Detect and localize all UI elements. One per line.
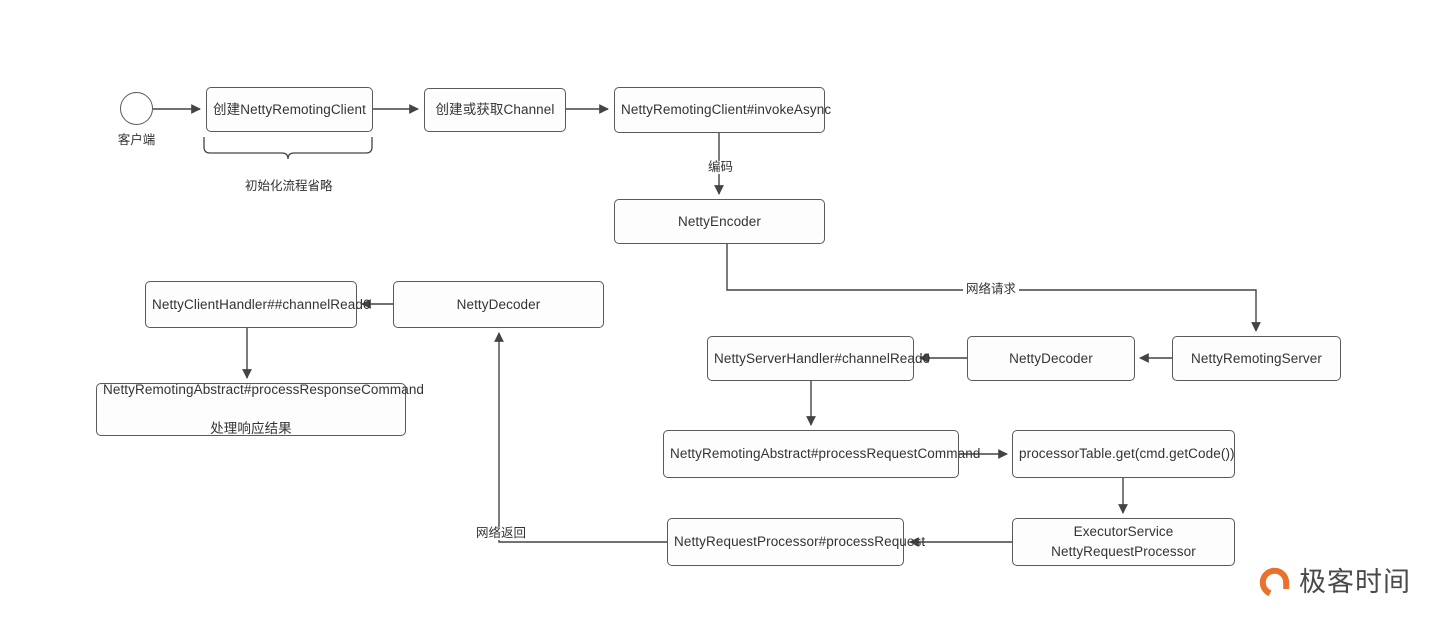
node-create-or-get-channel[interactable]: 创建或获取Channel [424,88,566,132]
node-label: NettyClientHandler##channelRead0 [152,296,371,312]
node-label: NettyRemotingAbstract#processResponseCom… [103,380,425,439]
node-label: NettyRemotingAbstract#processRequestComm… [670,446,981,462]
client-circle-icon [120,92,153,125]
node-client-netty-decoder[interactable]: NettyDecoder [393,281,604,328]
node-invoke-async[interactable]: NettyRemotingClient#invokeAsync [614,87,832,133]
node-label-line2: 处理响应结果 [210,421,292,437]
annotation-init-omitted: 初始化流程省略 [245,179,333,193]
edge-label-network-return: 网络返回 [473,527,530,540]
client-label: 客户端 [117,133,156,147]
node-label-line1: NettyRemotingAbstract#processResponseCom… [103,382,425,398]
edge-process-request-to-client-decoder [494,332,667,543]
watermark: 极客时间 [1258,566,1411,599]
node-label: NettyRemotingServer [1191,350,1322,366]
node-netty-server-handler[interactable]: NettyServerHandler#channelRead0 [707,336,931,381]
node-netty-request-processor-process-request[interactable]: NettyRequestProcessor#processRequest [667,518,926,566]
node-label: 创建NettyRemotingClient [213,101,366,117]
node-process-request-command[interactable]: NettyRemotingAbstract#processRequestComm… [663,430,981,478]
edge-label-encode: 编码 [705,161,737,174]
node-label: ExecutorService NettyRequestProcessor [1051,524,1196,559]
node-label: NettyServerHandler#channelRead0 [714,350,931,366]
node-server-netty-decoder[interactable]: NettyDecoder [967,336,1135,381]
node-label: 创建或获取Channel [435,102,555,118]
geektime-logo-icon [1258,566,1291,599]
node-label: NettyRemotingClient#invokeAsync [621,102,832,118]
node-netty-remoting-server[interactable]: NettyRemotingServer [1172,336,1341,381]
node-process-response-command[interactable]: NettyRemotingAbstract#processResponseCom… [96,380,425,439]
node-processor-table-get[interactable]: processorTable.get(cmd.getCode()) [1012,430,1235,478]
node-netty-client-handler[interactable]: NettyClientHandler##channelRead0 [145,281,371,328]
brace-init-omitted [203,137,373,160]
node-label: NettyRequestProcessor#processRequest [674,534,926,550]
node-label: NettyEncoder [678,213,761,229]
node-label: NettyDecoder [1009,350,1093,366]
edge-label-network-request: 网络请求 [963,283,1020,296]
watermark-text: 极客时间 [1299,567,1411,598]
node-create-netty-remoting-client[interactable]: 创建NettyRemotingClient [206,87,373,132]
node-executor-service[interactable]: ExecutorService NettyRequestProcessor [1012,518,1235,566]
node-label: processorTable.get(cmd.getCode()) [1019,446,1235,462]
node-label: NettyDecoder [456,296,541,312]
node-netty-encoder[interactable]: NettyEncoder [614,199,825,244]
